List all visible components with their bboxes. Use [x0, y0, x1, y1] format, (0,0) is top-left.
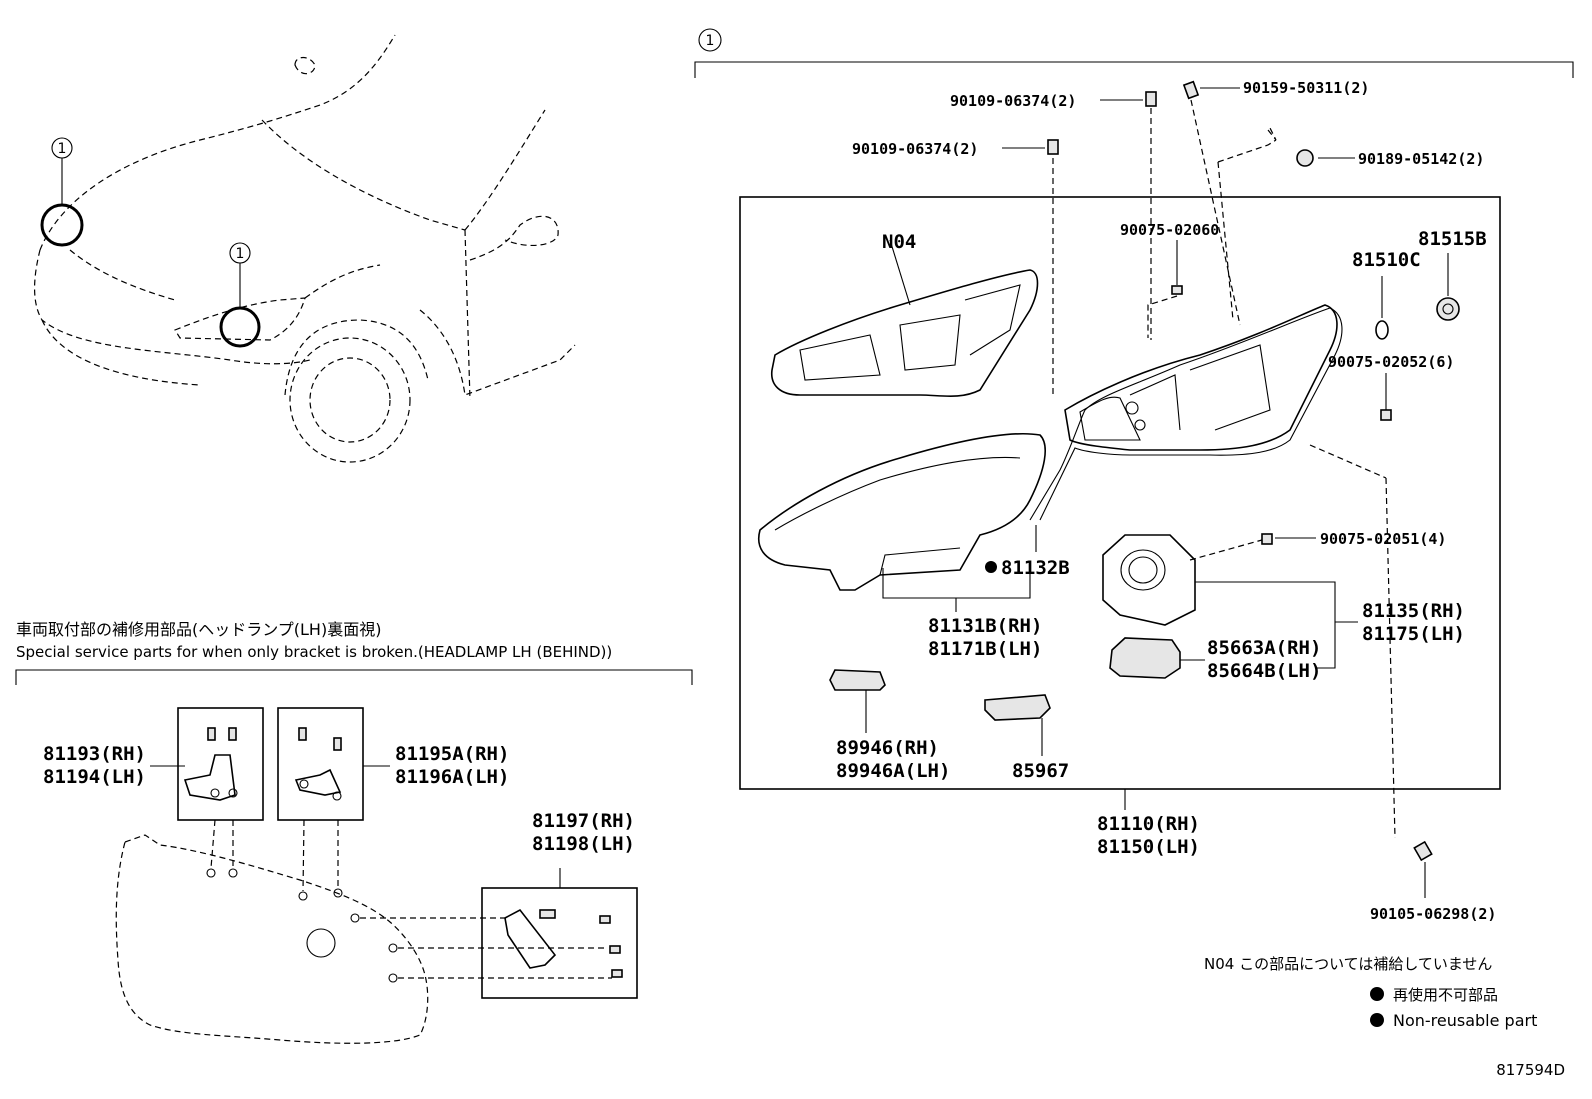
note-nonreusable-jp: 再使用不可部品: [1393, 986, 1498, 1004]
callout-1-assembly: [698, 28, 722, 52]
pn-81198-lh[interactable]: 81198(LH): [532, 833, 635, 855]
note-n04: N04 この部品については補給していません: [1204, 955, 1492, 973]
pn-81515b[interactable]: 81515B: [1418, 228, 1487, 250]
illustration-id: 817594D: [1496, 1061, 1565, 1079]
vehicle-overview: 1 1: [33, 34, 576, 463]
notes-section: N04 この部品については補給していません 再使用不可部品 Non-reusab…: [1204, 955, 1565, 1079]
headlamp-right-highlight: [219, 306, 261, 348]
screw-90159-50311[interactable]: 90159-50311(2): [1182, 79, 1370, 326]
pn-89946a-lh[interactable]: 89946A(LH): [836, 760, 950, 782]
pn-81110-rh[interactable]: 81110(RH): [1097, 813, 1200, 835]
pn-81175-lh[interactable]: 81175(LH): [1362, 623, 1465, 645]
pn-81196a-lh[interactable]: 81196A(LH): [395, 766, 509, 788]
service-title-jp: 車両取付部の補修用部品(ヘッドランプ(LH)裏面視): [16, 620, 381, 639]
callout-1-left: [51, 137, 73, 159]
assembly-frame: [739, 196, 1501, 790]
bolt-90105-06298[interactable]: 90105-06298(2): [1370, 840, 1496, 923]
screw-90075-02052[interactable]: 90075-02052(6): [1309, 353, 1454, 839]
nonreusable-bullet-en: [1370, 1013, 1384, 1027]
pn-90159-50311[interactable]: 90159-50311(2): [1243, 79, 1369, 97]
bolt-90109-06374-a[interactable]: 90109-06374(2): [950, 91, 1157, 340]
bracket-81195a[interactable]: 81195A(RH) 81196A(LH): [277, 707, 509, 821]
pn-81135-rh[interactable]: 81135(RH): [1362, 600, 1465, 622]
ballast-85663a[interactable]: 85663A(RH) 85664B(LH): [1109, 637, 1321, 682]
pn-90075-02051[interactable]: 90075-02051(4): [1320, 530, 1446, 548]
note-nonreusable-en: Non-reusable part: [1393, 1011, 1537, 1030]
callout-1-right-label: 1: [236, 246, 245, 262]
pn-90075-02060[interactable]: 90075-02060: [1120, 221, 1219, 239]
pn-81193-rh[interactable]: 81193(RH): [43, 743, 146, 765]
bolt-90109-06374-b[interactable]: 90109-06374(2): [852, 139, 1059, 395]
pn-81197-rh[interactable]: 81197(RH): [532, 810, 635, 832]
pn-81171b-lh[interactable]: 81171B(LH): [928, 638, 1042, 660]
pn-90105-06298[interactable]: 90105-06298(2): [1370, 905, 1496, 923]
service-title-en: Special service parts for when only brac…: [16, 643, 612, 661]
pn-90109-06374-b[interactable]: 90109-06374(2): [852, 140, 978, 158]
pn-89946-rh[interactable]: 89946(RH): [836, 737, 939, 759]
service-parts-section: 車両取付部の補修用部品(ヘッドランプ(LH)裏面視) Special servi…: [15, 620, 693, 1044]
pn-90109-06374-a[interactable]: 90109-06374(2): [950, 92, 1076, 110]
headlamp-assembly-group: 1 90109-06374(2) 90109-06374(2) 90159-50…: [694, 28, 1574, 923]
nonreusable-bullet-jp: [1370, 987, 1384, 1001]
headlamp-lens: [758, 432, 1046, 591]
sensor-85967[interactable]: 85967: [984, 694, 1069, 782]
headlamp-left-highlight: [40, 203, 84, 247]
pn-85663a-rh[interactable]: 85663A(RH): [1207, 637, 1321, 659]
screw-90075-02051[interactable]: 90075-02051(4): [1261, 530, 1446, 548]
headlamp-back-view: [115, 819, 612, 1044]
callout-1-right: [229, 242, 251, 264]
bulb-81510c[interactable]: 81510C: [1352, 249, 1421, 340]
pn-81195a-rh[interactable]: 81195A(RH): [395, 743, 509, 765]
headlamp-bezel-n04: N04: [771, 231, 1039, 398]
pn-81131b-rh[interactable]: 81131B(RH): [928, 615, 1042, 637]
projector-81135[interactable]: 81135(RH) 81175(LH): [1102, 534, 1465, 669]
clip-90189-05142[interactable]: 90189-05142(2): [1217, 127, 1484, 321]
pn-81150-lh[interactable]: 81150(LH): [1097, 836, 1200, 858]
pn-90075-02052[interactable]: 90075-02052(6): [1328, 353, 1454, 371]
callout-1-left-label: 1: [58, 141, 67, 157]
gasket-81132b[interactable]: 81132B: [985, 307, 1343, 579]
bracket-81193[interactable]: 81193(RH) 81194(LH): [43, 707, 264, 821]
computer-89946[interactable]: 89946(RH) 89946A(LH): [829, 669, 950, 782]
pn-81510c[interactable]: 81510C: [1352, 249, 1421, 271]
pn-81194-lh[interactable]: 81194(LH): [43, 766, 146, 788]
pn-n04[interactable]: N04: [882, 231, 916, 253]
callout-1-assembly-label: 1: [706, 33, 715, 49]
cap-81515b[interactable]: 81515B: [1418, 228, 1487, 321]
pn-90189-05142[interactable]: 90189-05142(2): [1358, 150, 1484, 168]
pn-85967[interactable]: 85967: [1012, 760, 1069, 782]
screw-90075-02060[interactable]: 90075-02060: [1120, 221, 1219, 338]
pn-81132b[interactable]: 81132B: [1001, 557, 1070, 579]
pn-85664b-lh[interactable]: 85664B(LH): [1207, 660, 1321, 682]
bracket-81197[interactable]: 81197(RH) 81198(LH): [481, 810, 638, 999]
